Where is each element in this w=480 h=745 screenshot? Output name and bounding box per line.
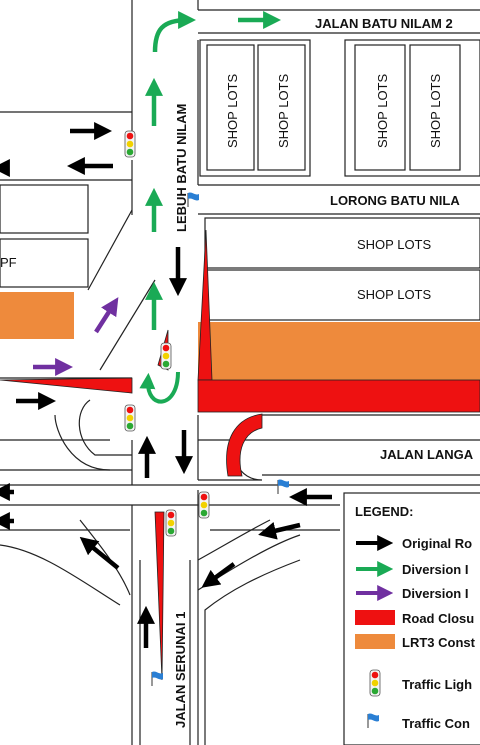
legend-title: LEGEND: (355, 504, 414, 519)
legend-label-lrt3: LRT3 Const (402, 635, 476, 650)
legend-label-traffic-cone: Traffic Con (402, 716, 470, 731)
road-closures (0, 229, 480, 681)
legend-label-traffic-light: Traffic Ligh (402, 677, 472, 692)
shop-lots-label: SHOP LOTS (357, 287, 432, 302)
closure-west-approach (0, 377, 133, 394)
diversion-arrow-green (152, 11, 197, 53)
legend-panel: LEGEND: Original Ro Diversion I Diversio… (343, 492, 480, 745)
label-jalan-batu-nilam-2: JALAN BATU NILAM 2 (315, 16, 453, 31)
green-diversion-arrows (139, 11, 282, 404)
lrt3-zone-east (198, 322, 480, 380)
shop-lot-labels: SHOP LOTS SHOP LOTS SHOP LOTS SHOP LOTS … (0, 73, 443, 302)
diversion-arrow-purple (94, 297, 119, 334)
closure-serunai-wedge (154, 511, 165, 681)
closure-langat-curve (226, 413, 263, 477)
shop-lots-label: SHOP LOTS (276, 73, 291, 148)
shop-lots-label: SHOP LOTS (375, 73, 390, 148)
legend-label-closure: Road Closu (402, 611, 474, 626)
label-jalan-serunai-1: JALAN SERUNAI 1 (173, 612, 188, 728)
original-route-arrow (201, 562, 236, 588)
legend-label-original: Original Ro (402, 536, 472, 551)
label-lorong-batu-nilam: LORONG BATU NILA (330, 193, 460, 208)
traffic-light-icon (124, 404, 136, 432)
traffic-light-icon (124, 130, 136, 158)
traffic-cone-flag-icon (187, 191, 200, 208)
legend-swatch-lrt3 (355, 634, 395, 649)
shop-lots-label: SHOP LOTS (357, 237, 432, 252)
shop-lots-label: SHOP LOTS (428, 73, 443, 148)
label-jalan-langat: JALAN LANGA (380, 447, 474, 462)
traffic-cone-flag-icon (151, 670, 164, 687)
original-route-arrows (0, 122, 332, 648)
legend-label-diversion-green: Diversion I (402, 562, 468, 577)
legend-label-diversion-purple: Diversion I (402, 586, 468, 601)
original-route-arrow (79, 536, 120, 570)
legend-traffic-light-icon (369, 669, 381, 697)
lrt3-construction-zones (0, 292, 480, 380)
shop-lots-label: SHOP LOTS (225, 73, 240, 148)
purple-diversion-arrows (33, 297, 119, 376)
traffic-light-icon (165, 509, 177, 537)
building-label-partial: PF (0, 255, 17, 270)
legend-swatch-closure (355, 610, 395, 625)
diversion-arrow-green-uturn (139, 371, 180, 404)
original-route-arrow (258, 521, 301, 540)
traffic-light-icon (198, 491, 210, 519)
traffic-cone-flag-icon (277, 478, 290, 495)
closure-east-road (197, 379, 480, 413)
lrt3-zone-west (0, 292, 74, 339)
traffic-light-icon (160, 342, 172, 370)
label-lebuh-batu-nilam: LEBUH BATU NILAM (174, 104, 189, 232)
closure-lebuh-wedge (197, 229, 213, 381)
